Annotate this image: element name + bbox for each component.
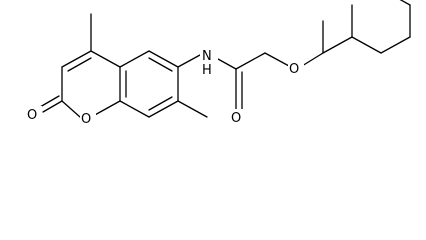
atom-labels: N H O O O O <box>26 46 304 127</box>
bond-t2-t3 <box>351 36 382 54</box>
bond-o-aryl <box>301 52 324 67</box>
bond-t5-t6 <box>399 0 411 6</box>
bond-c5-c6-inner <box>148 57 173 72</box>
bond-c2-carbonyl <box>42 100 63 113</box>
bond-c4-c4a <box>90 50 121 68</box>
nitrogen-label: N <box>202 49 212 64</box>
bond-c4a-c5 <box>119 50 150 68</box>
bond-t1-t2 <box>322 36 353 54</box>
amide-linker <box>177 52 324 110</box>
bond-c7-c8-inner <box>148 96 173 111</box>
bond-c3-c4 <box>61 50 92 68</box>
bond-c7-methyl <box>177 100 208 118</box>
bond-ch2-o <box>264 52 290 67</box>
bond-n-carbonyl-c <box>217 58 237 70</box>
carbonyl-oxygen-label: O <box>27 108 37 123</box>
bond-carbonyl-c-ch2 <box>235 52 266 70</box>
bond-c7-c8 <box>148 100 179 118</box>
benzo-ring <box>119 50 208 118</box>
structure-diagram: N H O O O O <box>26 0 411 127</box>
bond-c3-c4-inner <box>67 57 92 72</box>
hydrogen-label: H <box>202 63 212 78</box>
bond-c2-carbonyl-2 <box>39 95 60 108</box>
bond-c8a-o1 <box>92 100 121 117</box>
bond-t3-t4 <box>380 36 411 54</box>
amide-oxygen-label: O <box>231 111 241 126</box>
bond-c8-c8a <box>119 100 150 118</box>
ether-oxygen-label: O <box>289 62 299 77</box>
bond-o1-c2 <box>61 100 81 118</box>
tolyl-ring <box>322 0 411 54</box>
pyranone-ring <box>39 13 121 118</box>
ring-oxygen-label: O <box>81 112 91 127</box>
molecule-drawing: N H O O O O <box>26 0 411 127</box>
bond-c6-n <box>177 54 201 68</box>
bond-c5-c6 <box>148 50 179 68</box>
